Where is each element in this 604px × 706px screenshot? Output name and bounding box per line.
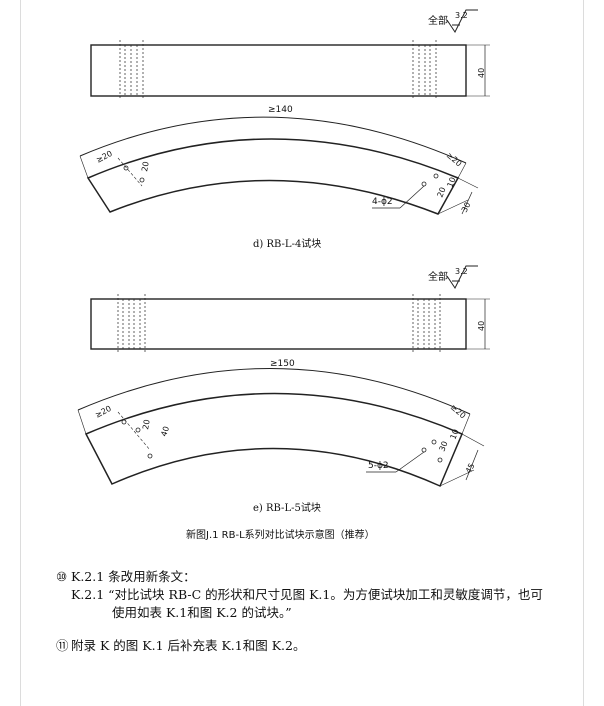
roughness-scope-label-e: 全部: [428, 270, 448, 283]
roughness-value: 3.2: [455, 11, 468, 20]
curved-block-d: [86, 138, 460, 215]
side-view-hidden-lines: [119, 40, 437, 100]
figure-d-caption: d) RB-L-4试块: [253, 237, 321, 250]
end-left-dim-e: ≥20: [94, 404, 113, 420]
width-dim-text: 40: [477, 68, 486, 78]
roughness-value-e: 3.2: [455, 267, 468, 276]
thickness-dim-e: 45: [464, 462, 477, 475]
figure-e-caption: e) RB-L-5试块: [253, 501, 321, 514]
holes-note-e: 5-ϕ2: [368, 461, 389, 471]
roughness-symbol-d: 全部 3.2: [428, 9, 478, 33]
item-clause-line-1: K.2.1 “对比试块 RB-C 的形状和尺寸见图 K.1。为方便试块加工和灵敏…: [71, 587, 543, 602]
width-dimension-e: 40: [466, 298, 490, 350]
roughness-symbol-e: 全部 3.2: [428, 265, 478, 289]
offset-dim-e: 20: [141, 419, 152, 431]
side-view-block-e: [90, 298, 467, 350]
figure-e: 全部 3.2 40 ≥150: [77, 265, 490, 514]
end-left-dim: ≥20: [95, 149, 114, 165]
arc-length-dimension-line-e: [77, 368, 471, 415]
end-right-dim-e: ≥20: [449, 403, 468, 421]
item-heading: K.2.1 条改用新条文：: [71, 569, 196, 584]
hole-spacing-small-e: 10: [449, 428, 461, 441]
arc-length-text: ≥140: [268, 105, 293, 115]
hole-spacing-mid-e: 30: [438, 440, 450, 453]
side-view-hidden-lines-e: [117, 294, 441, 353]
offset-dim: 20: [140, 161, 151, 173]
figure-d: 全部 3.2 40 ≥140: [79, 9, 490, 250]
item-marker: ⑩: [56, 569, 68, 584]
engineering-drawing: 全部 3.2 40 ≥140: [77, 9, 490, 541]
roughness-scope-label: 全部: [428, 14, 448, 27]
side-view-block: [90, 44, 467, 97]
right-border-line: [583, 0, 584, 706]
width-dim-text-e: 40: [477, 321, 486, 331]
left-border-line: [20, 0, 21, 706]
thickness-dim: 30: [460, 201, 473, 214]
hole-spacing-small: 10: [446, 176, 458, 189]
curved-block-e: [84, 392, 463, 487]
arc-length-text-e: ≥150: [270, 359, 295, 369]
width-dimension-d: 40: [466, 44, 490, 97]
end-right-dim: ≥20: [445, 151, 464, 169]
holes-note: 4-ϕ2: [372, 197, 393, 207]
hole-spacing-mid: 20: [436, 186, 448, 199]
item-heading: 附录 K 的图 K.1 后补充表 K.1和图 K.2。: [71, 638, 306, 653]
item-marker: ⑪: [56, 638, 69, 653]
figure-title: 新图J.1 RB-L系列对比试块示意图（推荐）: [186, 528, 375, 541]
arc-length-dimension-line: [79, 116, 467, 164]
offset-dim-2-e: 40: [159, 425, 171, 437]
item-clause-line-2: 使用如表 K.1和图 K.2 的试块。”: [112, 605, 292, 620]
